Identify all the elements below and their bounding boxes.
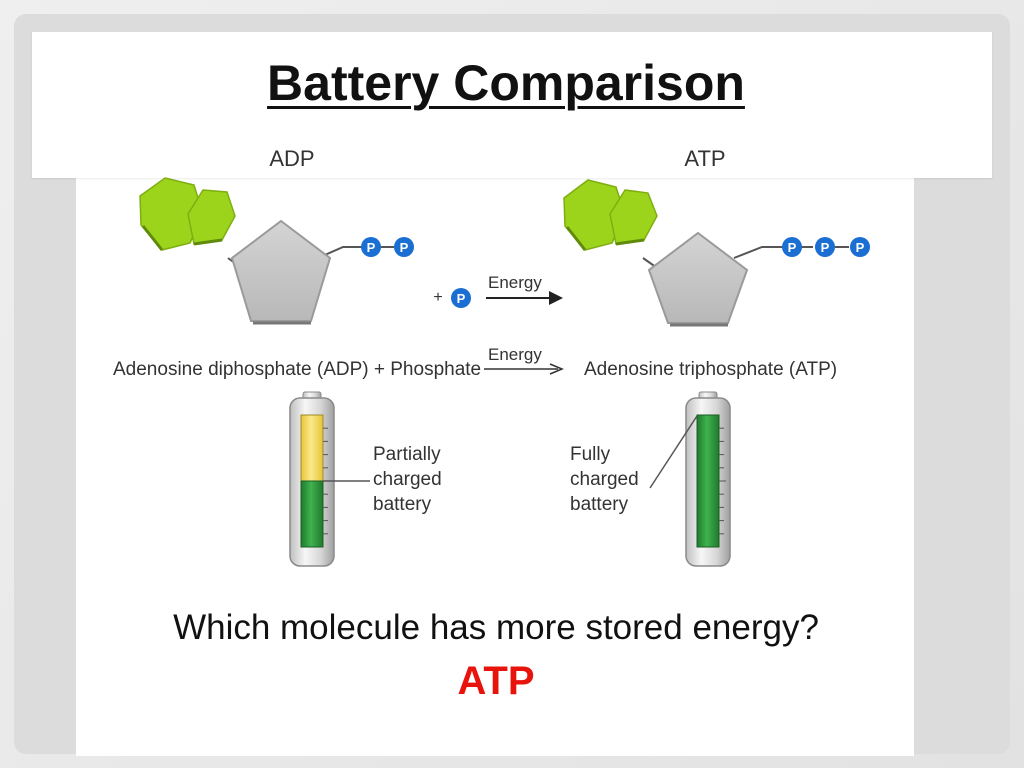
phosphate-icon: P [782, 237, 802, 257]
slide-title: Battery Comparison [267, 55, 745, 111]
battery-ticks [719, 427, 726, 535]
adp-header: ADP [269, 146, 314, 171]
adenine-hexagon [139, 177, 204, 251]
atp-header: ATP [684, 146, 725, 171]
adenine-shadow [193, 238, 223, 246]
phosphate-icon: P [850, 237, 870, 257]
svg-text:P: P [367, 240, 376, 255]
phosphate-icon: P [451, 288, 471, 308]
answer-text: ATP [457, 659, 535, 703]
equation-right: Adenosine triphosphate (ATP) [584, 359, 837, 380]
adenine-shadow [615, 238, 645, 246]
adp-molecule: P P [139, 177, 414, 325]
battery-full [649, 391, 731, 567]
battery-charge-fill [300, 480, 324, 548]
title-card [32, 32, 992, 178]
phosphate-icon: P [394, 237, 414, 257]
energy-label-bottom: Energy [488, 345, 542, 364]
svg-text:P: P [856, 240, 865, 255]
svg-text:P: P [457, 291, 466, 306]
content-card [76, 150, 914, 756]
adenine-shadow [565, 226, 587, 251]
svg-text:P: P [821, 240, 830, 255]
battery-pointer-line [649, 415, 698, 489]
battery-partial [289, 391, 370, 567]
svg-text:P: P [788, 240, 797, 255]
adenine-hexagon [563, 179, 626, 251]
question-text: Which molecule has more stored energy? [173, 608, 819, 647]
plus-sign: + [433, 289, 442, 306]
energy-arrow-bottom [484, 363, 564, 375]
atp-molecule: P P P [563, 179, 870, 327]
energy-label-top: Energy [488, 273, 542, 292]
phosphate-icon: P [815, 237, 835, 257]
equation-left: Adenosine diphosphate (ADP) + Phosphate [113, 359, 481, 380]
ribose-pentagon [647, 231, 749, 324]
adenine-shadow [141, 225, 164, 251]
svg-text:P: P [400, 240, 409, 255]
phosphate-icon: P [361, 237, 381, 257]
bond-line [733, 246, 786, 259]
battery-full-label: Fully charged battery [570, 444, 644, 515]
battery-charge-fill [696, 414, 720, 548]
energy-arrow-top [486, 291, 563, 305]
battery-partial-label: Partially charged battery [373, 444, 447, 515]
ribose-pentagon [230, 219, 332, 322]
